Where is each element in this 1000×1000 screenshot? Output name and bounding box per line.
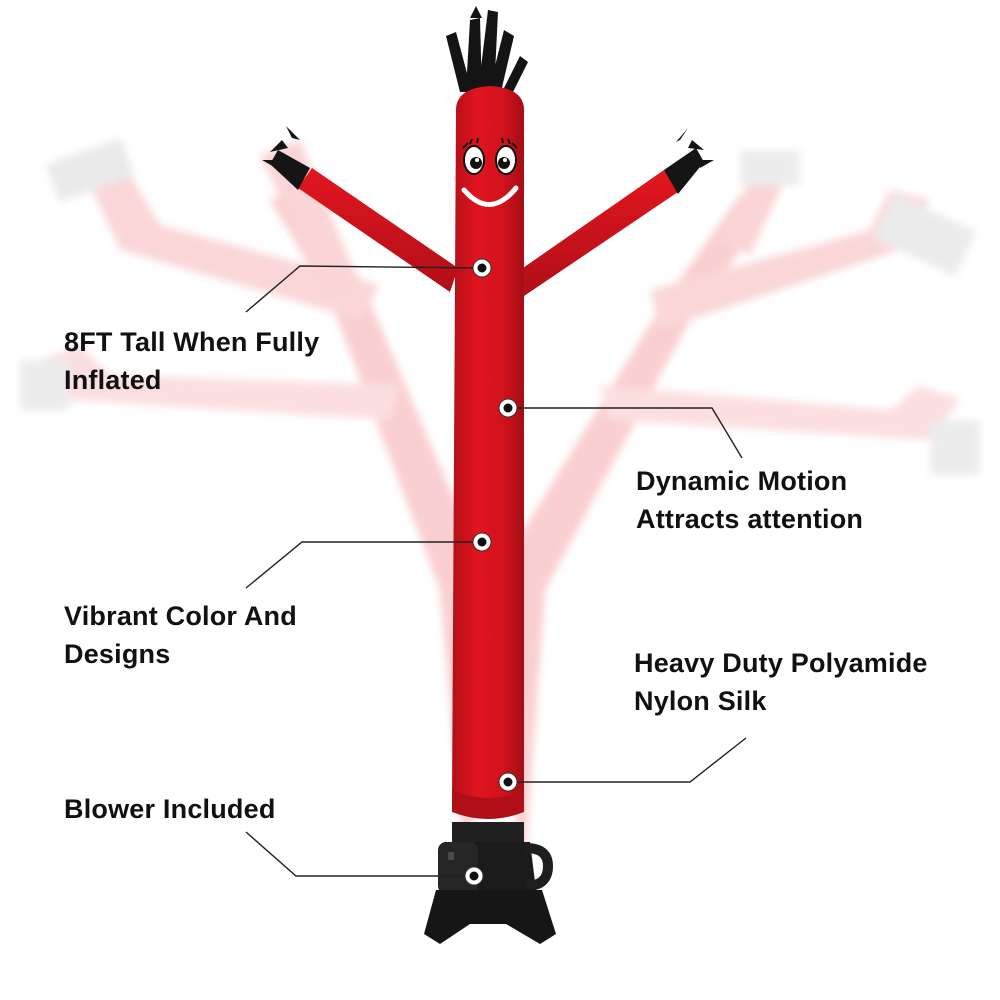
callout-motion: Dynamic Motion Attracts attention	[636, 462, 863, 538]
callout-color: Vibrant Color And Designs	[64, 597, 297, 673]
callout-material-line2: Nylon Silk	[634, 686, 767, 716]
callout-material-line1: Heavy Duty Polyamide	[634, 648, 928, 678]
motion-ghost-right	[505, 150, 980, 930]
callout-blower: Blower Included	[64, 790, 276, 828]
callout-height-line1: 8FT Tall When Fully	[64, 327, 320, 357]
right-arm	[520, 128, 714, 296]
callout-material: Heavy Duty Polyamide Nylon Silk	[634, 644, 928, 720]
callout-height: 8FT Tall When Fully Inflated	[64, 323, 319, 399]
leader-motion	[508, 407, 743, 459]
callout-blower-line1: Blower Included	[64, 794, 276, 824]
inflatable-body	[452, 86, 524, 819]
callout-motion-line2: Attracts attention	[636, 504, 864, 534]
leader-blower	[245, 831, 472, 877]
smiley-face-icon	[461, 137, 519, 207]
leader-lines	[245, 265, 747, 877]
leader-tall	[245, 265, 483, 313]
callout-color-line1: Vibrant Color And	[64, 601, 297, 631]
motion-ghost-left	[20, 137, 480, 930]
callout-height-line2: Inflated	[64, 365, 162, 395]
left-arm	[262, 126, 458, 292]
callout-color-line2: Designs	[64, 639, 171, 669]
leader-color	[245, 541, 482, 589]
callout-dot-icon	[464, 258, 518, 886]
callout-motion-line1: Dynamic Motion	[636, 466, 848, 496]
leader-material	[508, 737, 747, 783]
head-streamers	[446, 6, 528, 98]
blower-base-icon	[424, 822, 556, 944]
